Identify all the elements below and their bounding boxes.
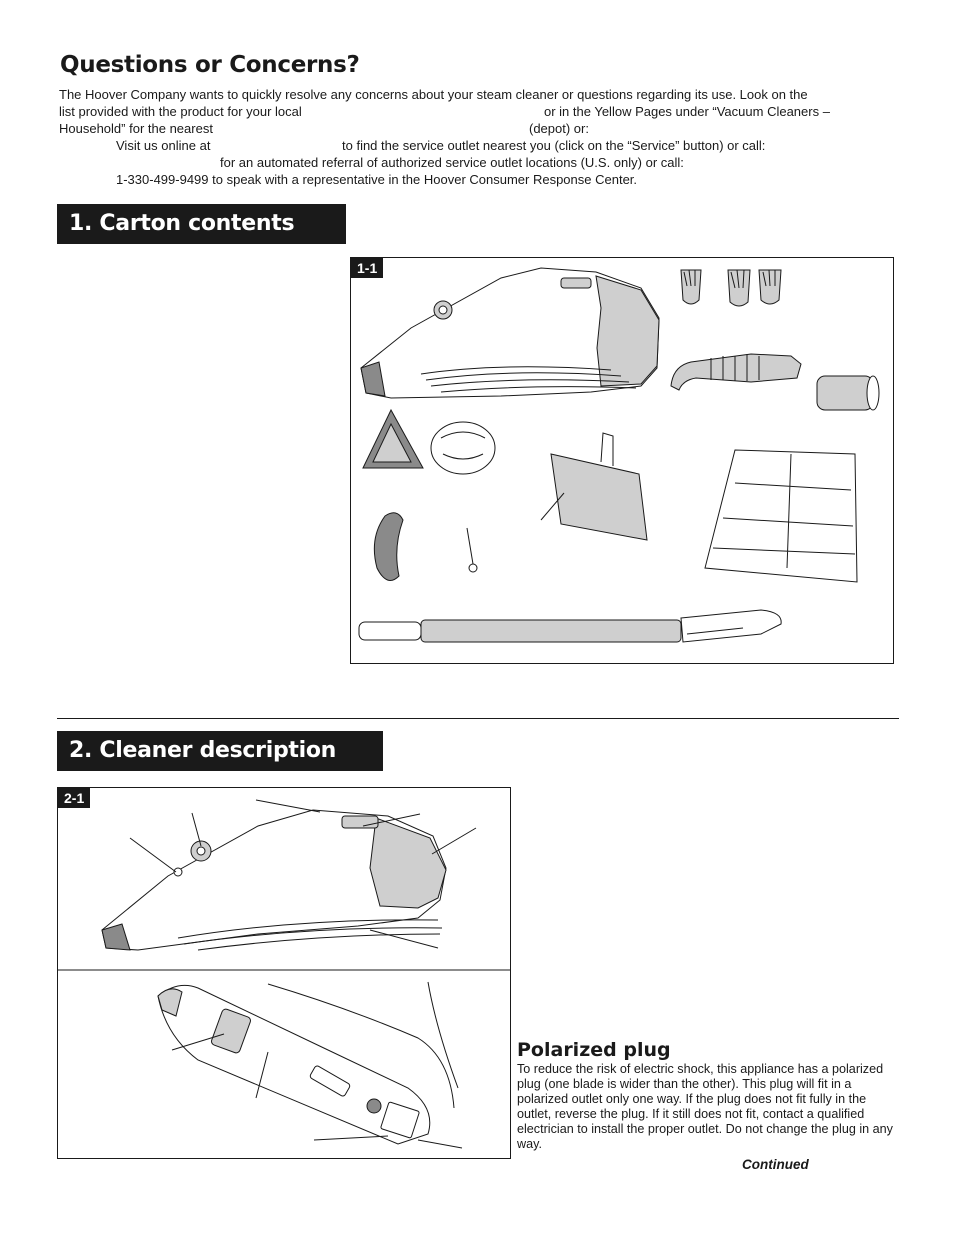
extension-nozzle-illustration (816, 375, 880, 411)
section-heading-carton-contents: 1. Carton contents (57, 204, 346, 244)
figure-cleaner-description: 2-1 (57, 787, 511, 1159)
intro-line-6: 1-330-499-9499 to speak with a represent… (116, 172, 638, 187)
triangle-brush-illustration (362, 408, 424, 469)
cord-wrap-callout-illustration (157, 981, 463, 1149)
questions-intro: The Hoover Company wants to quickly reso… (59, 86, 899, 188)
jet-nozzle-illustration (670, 353, 802, 391)
sponge-tool-illustration (540, 432, 648, 541)
intro-line-3a: Household” for the nearest (59, 121, 213, 136)
carton-contents-illustration (358, 267, 880, 643)
steamer-body-illustration (360, 267, 660, 399)
storage-bag-illustration (704, 449, 858, 583)
steamer-callout-illustration (101, 799, 477, 951)
cord-strap-illustration (373, 512, 478, 581)
intro-line-4a: Visit us online at (116, 138, 211, 153)
round-brushes-illustration (680, 269, 782, 307)
questions-title: Questions or Concerns? (60, 52, 360, 78)
section-divider (57, 718, 899, 719)
section-heading-cleaner-description: 2. Cleaner description (57, 731, 383, 771)
continued-label: Continued (742, 1157, 809, 1172)
bonnet-illustration (430, 421, 496, 475)
intro-line-1: The Hoover Company wants to quickly reso… (59, 87, 808, 102)
figure-carton-contents: 1-1 (350, 257, 894, 664)
intro-line-3b: (depot) or: (529, 121, 589, 136)
intro-line-5: for an automated referral of authorized … (220, 155, 684, 170)
intro-line-4b: to find the service outlet nearest you (… (342, 138, 766, 153)
intro-line-2b: or in the Yellow Pages under “Vacuum Cle… (544, 104, 830, 119)
cleaner-description-illustration (58, 799, 510, 1149)
intro-line-2a: list provided with the product for your … (59, 104, 302, 119)
polarized-plug-title: Polarized plug (517, 1039, 671, 1061)
figure-label-1-1: 1-1 (351, 258, 384, 278)
figure-label-2-1: 2-1 (58, 788, 91, 808)
polarized-plug-body: To reduce the risk of electric shock, th… (517, 1062, 893, 1151)
extension-wand-illustration (358, 609, 782, 643)
